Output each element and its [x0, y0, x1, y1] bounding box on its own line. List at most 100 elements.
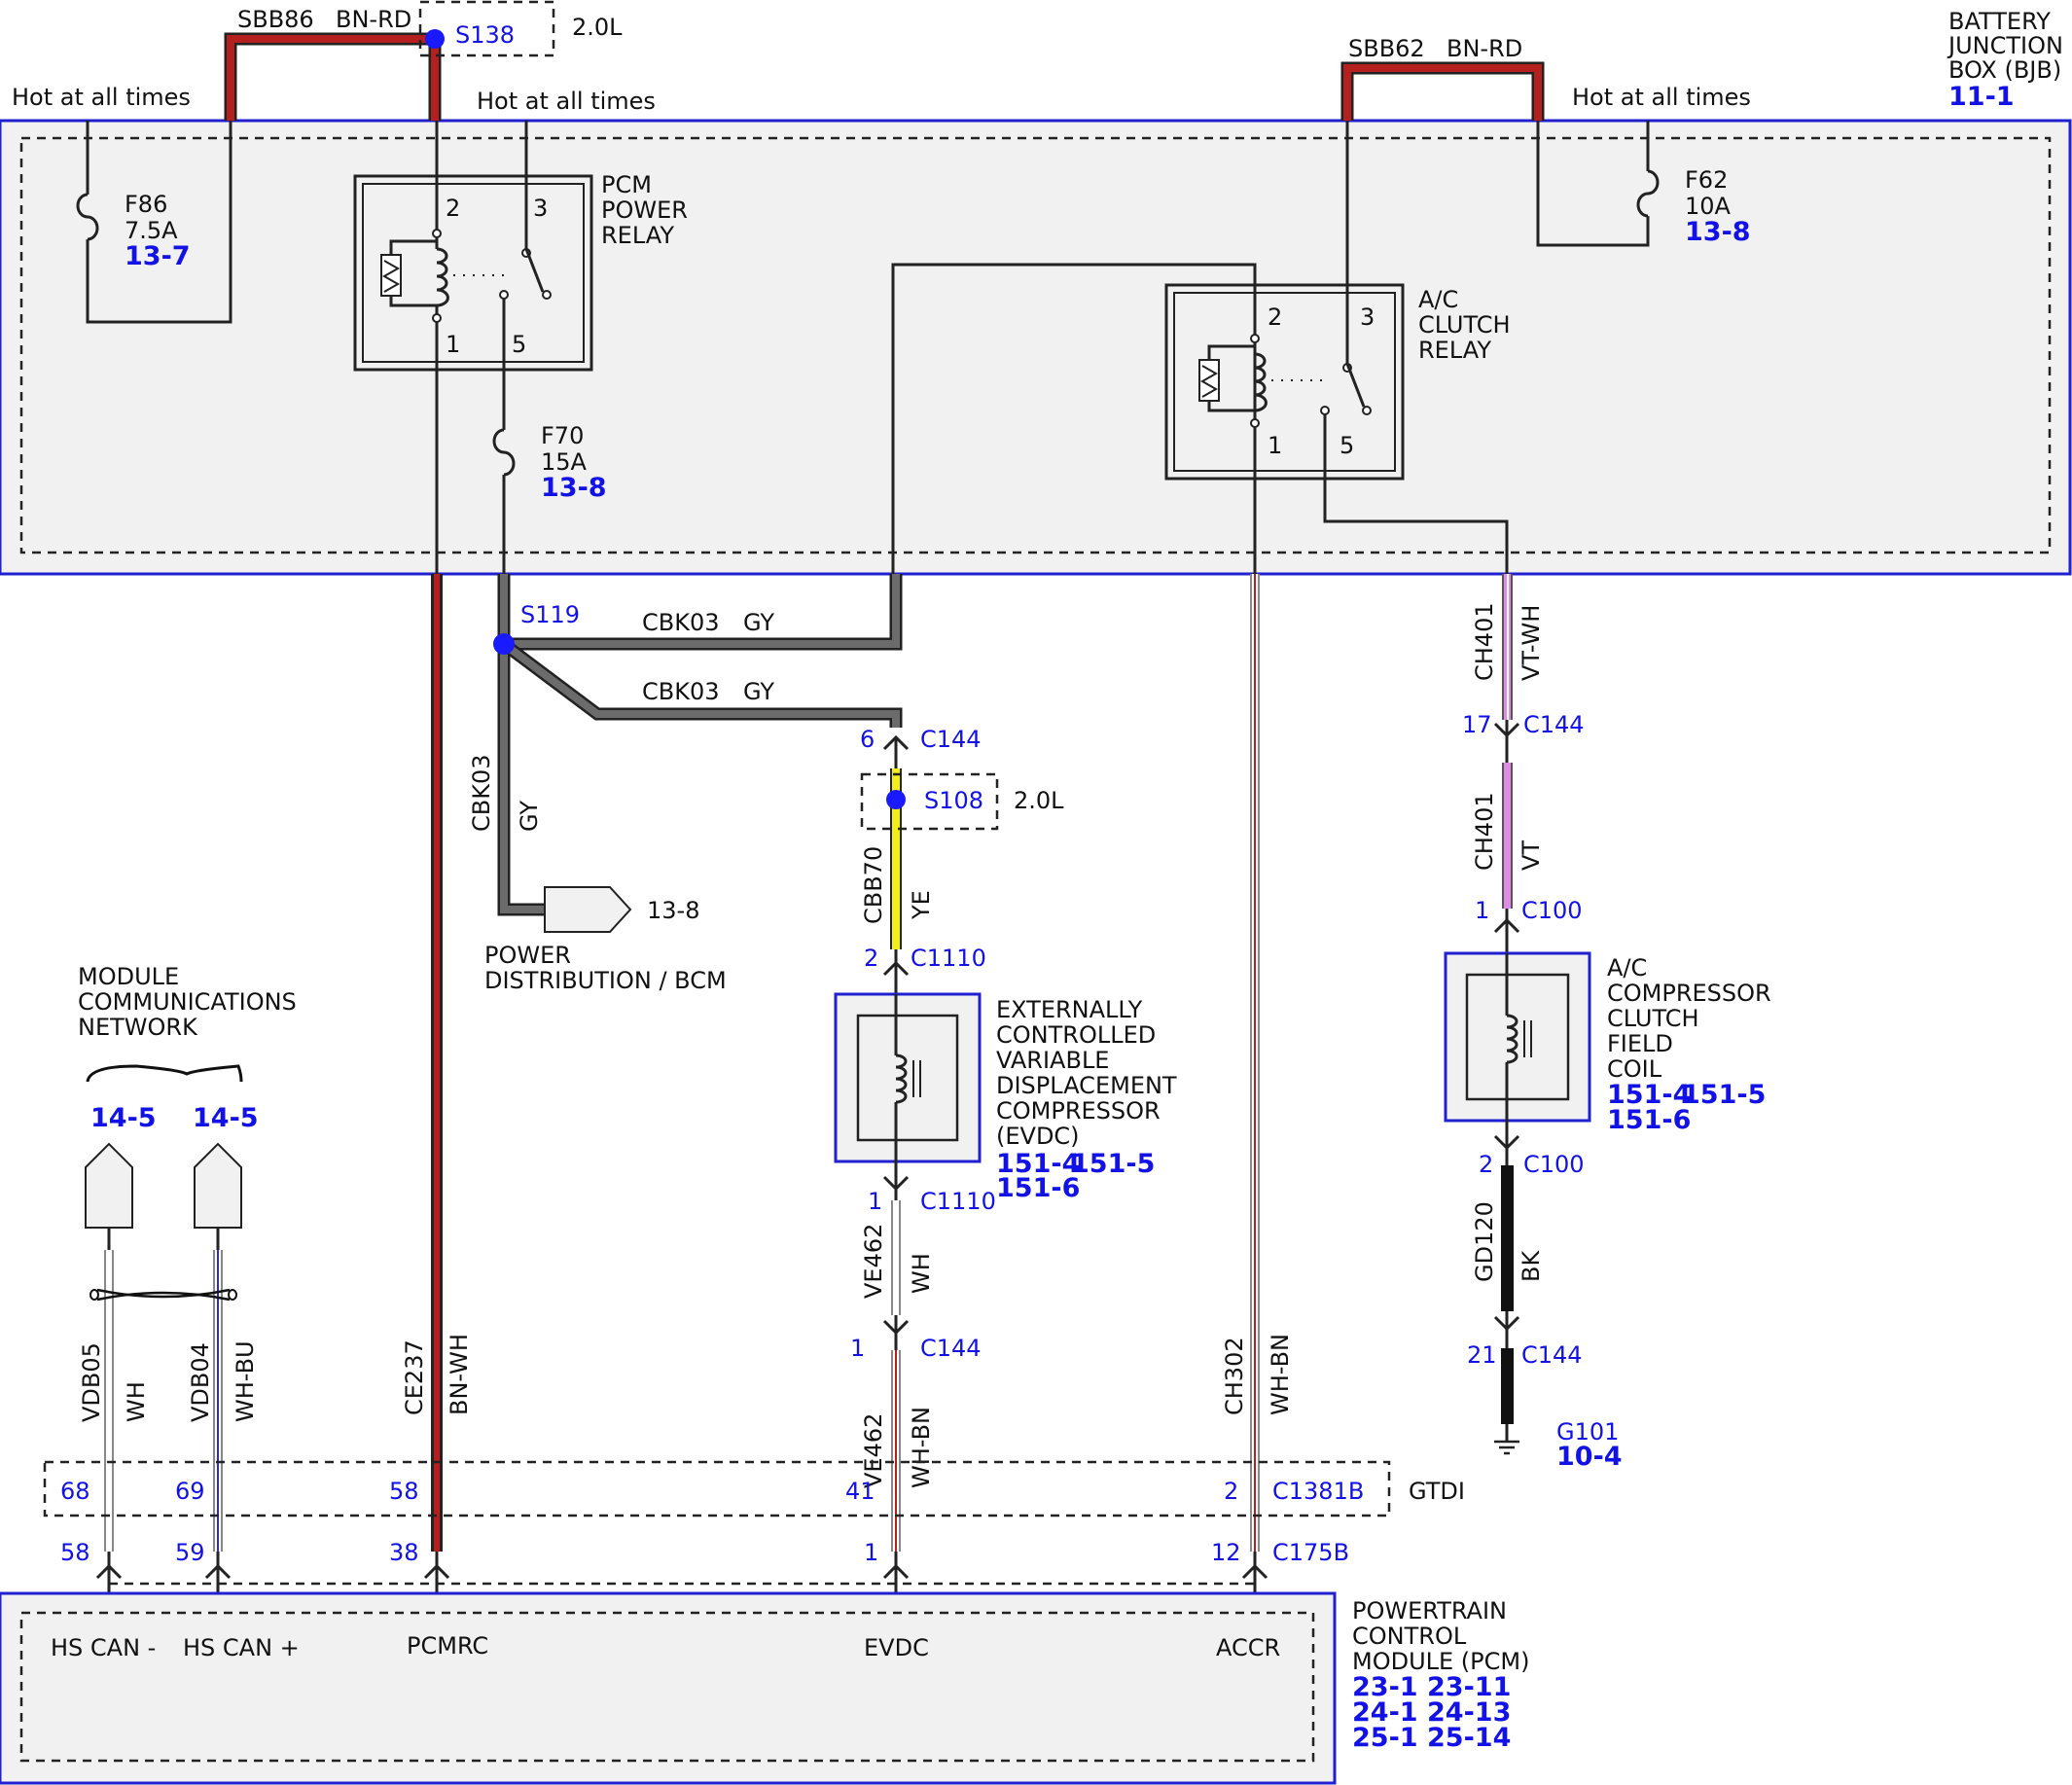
svg-text:2.0L: 2.0L — [1014, 787, 1064, 814]
c144-pin17: 17 C144 — [1462, 711, 1585, 763]
svg-text:151-5: 151-5 — [1682, 1080, 1766, 1110]
bjb-title: BATTERY JUNCTION BOX (BJB) 11-1 — [1947, 8, 2063, 112]
svg-text:F70: F70 — [541, 422, 584, 449]
svg-text:EXTERNALLY: EXTERNALLY — [996, 996, 1143, 1023]
svg-text:POWERTRAIN: POWERTRAIN — [1352, 1597, 1507, 1624]
svg-text:CH302: CH302 — [1221, 1337, 1248, 1415]
svg-text:58: 58 — [60, 1539, 90, 1566]
ac-compressor-clutch-coil: A/C COMPRESSOR CLUTCH FIELD COIL 151-4 1… — [1444, 951, 1771, 1135]
svg-text:A/C: A/C — [1607, 954, 1647, 982]
c144-pin1: 1 C144 — [850, 1315, 982, 1362]
svg-text:MODULE (PCM): MODULE (PCM) — [1352, 1648, 1529, 1675]
svg-text:WH: WH — [908, 1253, 935, 1294]
svg-text:C1110: C1110 — [911, 945, 986, 972]
s138-splice: S138 2.0L — [418, 0, 623, 57]
svg-text:38: 38 — [389, 1539, 419, 1566]
svg-text:10-4: 10-4 — [1556, 1442, 1623, 1472]
svg-text:CE237: CE237 — [401, 1339, 428, 1415]
svg-text:JUNCTION: JUNCTION — [1947, 32, 2063, 59]
svg-text:(EVDC): (EVDC) — [996, 1123, 1080, 1150]
svg-text:S108: S108 — [924, 787, 983, 814]
svg-text:WH-BN: WH-BN — [908, 1407, 935, 1488]
bjb-inner-dashed — [19, 136, 2052, 554]
svg-text:WH-BN: WH-BN — [1267, 1334, 1294, 1415]
svg-text:SBB62: SBB62 — [1348, 35, 1425, 62]
svg-text:A/C: A/C — [1418, 286, 1458, 313]
svg-text:1: 1 — [868, 1188, 882, 1215]
svg-text:C100: C100 — [1521, 897, 1583, 924]
wire-ve462-a: VE462 WH — [860, 1200, 935, 1315]
svg-text:151-6: 151-6 — [1607, 1105, 1691, 1135]
twisted-pair-marker — [89, 1288, 237, 1302]
svg-text:COMPRESSOR: COMPRESSOR — [996, 1097, 1161, 1125]
svg-text:CLUTCH: CLUTCH — [1418, 311, 1511, 339]
svg-text:F86: F86 — [125, 191, 167, 218]
svg-text:DISPLACEMENT: DISPLACEMENT — [996, 1072, 1177, 1099]
hot-label-3: Hot at all times — [1572, 84, 1751, 111]
svg-text:25-14: 25-14 — [1427, 1723, 1511, 1753]
ground-g101: G101 10-4 — [1494, 1418, 1623, 1472]
svg-text:CBB70: CBB70 — [860, 846, 887, 924]
svg-text:CONTROLLED: CONTROLLED — [996, 1021, 1156, 1049]
svg-text:CONTROL: CONTROL — [1352, 1623, 1467, 1650]
svg-text:151-4: 151-4 — [1607, 1080, 1691, 1110]
sbb86-wire: SBB86 BN-RD — [224, 6, 442, 121]
pcm-pin-accr: ACCR — [1216, 1634, 1280, 1661]
svg-text:RELAY: RELAY — [601, 222, 674, 249]
svg-text:151-5: 151-5 — [1071, 1149, 1155, 1179]
bjb-box — [0, 119, 2072, 576]
wire-vdb04: VDB04 WH-BU — [187, 1228, 259, 1552]
svg-text:1: 1 — [864, 1539, 878, 1566]
svg-text:CH401: CH401 — [1471, 792, 1498, 871]
svg-text:MODULE: MODULE — [78, 963, 179, 990]
wire-ve462-b: VE462 WH-BN — [860, 1350, 935, 1552]
svg-text:WH: WH — [123, 1381, 150, 1422]
svg-text:2: 2 — [864, 945, 878, 972]
svg-text:2: 2 — [1479, 1151, 1493, 1178]
wire-gd120: GD120 BK — [1471, 1165, 1545, 1311]
power-distribution-connector: 13-8 POWER DISTRIBUTION / BCM — [484, 886, 727, 994]
svg-text:C100: C100 — [1523, 1151, 1585, 1178]
svg-text:VARIABLE: VARIABLE — [996, 1047, 1109, 1074]
cbk03-label-b: CBK03 — [642, 678, 720, 705]
svg-text:BN-WH: BN-WH — [446, 1334, 473, 1415]
svg-text:BN-RD: BN-RD — [336, 6, 411, 33]
svg-text:C144: C144 — [1523, 711, 1585, 738]
svg-text:25-1: 25-1 — [1352, 1723, 1418, 1753]
evdc-compressor: EXTERNALLY CONTROLLED VARIABLE DISPLACEM… — [834, 992, 1177, 1203]
wire-ch401-a: CH401 VT-WH — [1471, 574, 1545, 720]
svg-text:59: 59 — [175, 1539, 205, 1566]
svg-text:VDB05: VDB05 — [78, 1342, 105, 1422]
svg-text:POWER: POWER — [484, 942, 571, 969]
svg-text:VT-WH: VT-WH — [1518, 605, 1545, 681]
svg-text:24-1: 24-1 — [1352, 1697, 1418, 1728]
fuse-f70: F70 15A 13-8 — [492, 422, 607, 574]
svg-text:G101: G101 — [1556, 1418, 1619, 1446]
svg-text:13-8: 13-8 — [647, 897, 699, 924]
svg-text:POWER: POWER — [601, 196, 688, 224]
svg-text:WH-BU: WH-BU — [232, 1340, 259, 1422]
pcm-module: HS CAN - HS CAN + PCMRC EVDC ACCR POWERT… — [0, 1591, 1529, 1785]
wire-ce237: CE237 BN-WH — [401, 574, 473, 1552]
svg-text:24-13: 24-13 — [1427, 1697, 1511, 1728]
wire-gd120-lower — [1501, 1348, 1514, 1424]
svg-text:NETWORK: NETWORK — [78, 1014, 198, 1041]
svg-text:7.5A: 7.5A — [125, 217, 178, 244]
svg-text:RELAY: RELAY — [1418, 337, 1491, 364]
wire-vdb05: VDB05 WH — [78, 1228, 150, 1552]
c175b-connector: 58 59 38 1 12 C175B — [60, 1539, 1349, 1615]
svg-text:VE462: VE462 — [860, 1224, 887, 1299]
svg-text:1: 1 — [1268, 432, 1282, 459]
svg-text:DISTRIBUTION / BCM: DISTRIBUTION / BCM — [484, 967, 727, 994]
svg-text:1: 1 — [850, 1335, 865, 1362]
s108-splice: S108 2.0L — [860, 772, 1064, 831]
module-comm-network: MODULE COMMUNICATIONS NETWORK 14-5 14-5 — [78, 963, 297, 1229]
svg-text:17: 17 — [1462, 711, 1492, 738]
svg-text:CH401: CH401 — [1471, 602, 1498, 681]
svg-text:5: 5 — [512, 331, 526, 358]
svg-text:5: 5 — [1340, 432, 1354, 459]
cbk03-color-a: GY — [743, 609, 774, 636]
svg-text:13-8: 13-8 — [541, 473, 607, 503]
ac-clutch-relay: 2 3 1 5 A/C CLUTCH RELAY — [1164, 121, 1511, 574]
svg-text:C144: C144 — [920, 726, 982, 753]
